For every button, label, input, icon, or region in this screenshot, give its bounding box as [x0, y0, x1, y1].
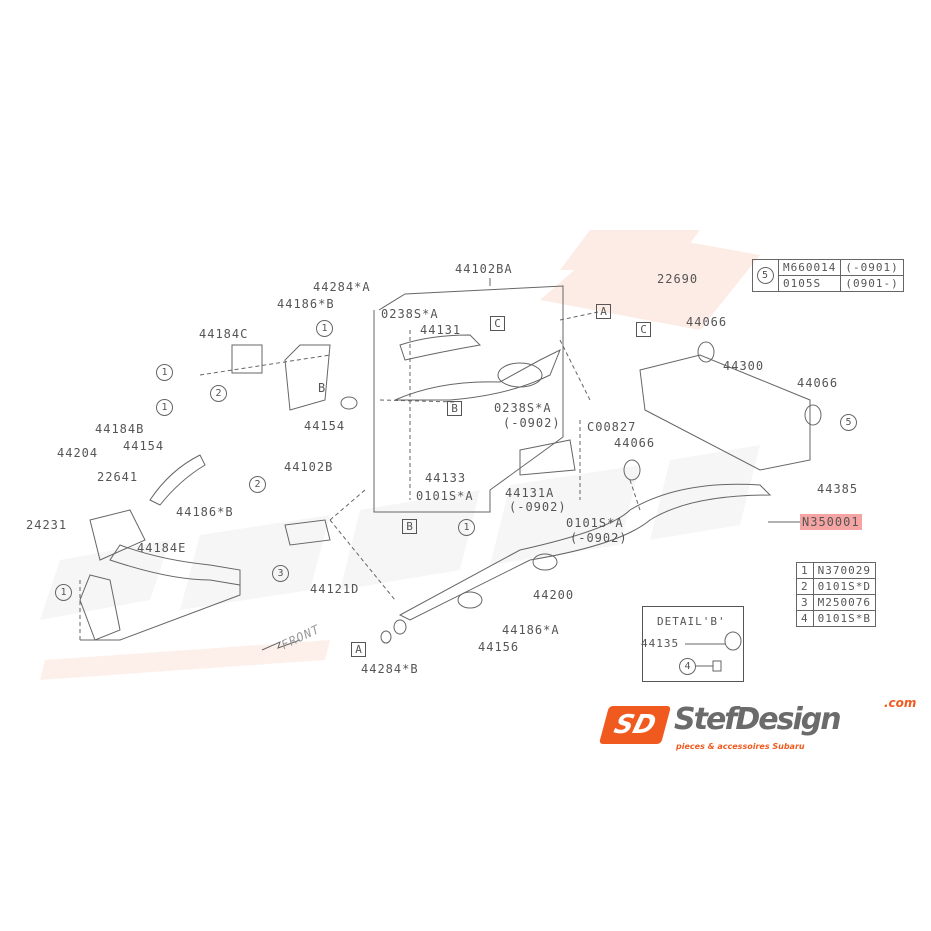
- callout-1: 1: [156, 399, 173, 416]
- part-label: 44186*B: [277, 297, 335, 311]
- ref-box-C: C: [636, 322, 651, 337]
- table-cell: 0105S: [777, 275, 842, 292]
- part-label: 44154: [123, 439, 165, 453]
- part-label: 44131: [420, 323, 462, 337]
- part-label: 22641: [97, 470, 139, 484]
- ref-box-B: B: [402, 519, 417, 534]
- part-label: 44284*A: [313, 280, 371, 294]
- callout-5-table: 5 M660014(-0901) 0105S(0901-): [752, 259, 904, 292]
- callout-2: 2: [249, 476, 266, 493]
- ref-box-B: B: [447, 401, 462, 416]
- logo-wordmark: StefDesign: [674, 702, 842, 737]
- part-label: 0101S*A: [416, 489, 474, 503]
- part-label: 44066: [797, 376, 839, 390]
- part-label: 44284*B: [361, 662, 419, 676]
- watermark-tagline-shape: [40, 640, 330, 680]
- part-label: 44154: [304, 419, 346, 433]
- logo-domain: .com: [884, 696, 917, 710]
- part-label: 44135: [641, 637, 680, 650]
- part-label: 44385: [817, 482, 859, 496]
- callout-1: 1: [316, 320, 333, 337]
- callout-4: 4: [679, 658, 696, 675]
- part-label: 44184B: [95, 422, 145, 436]
- part-label: 44186*B: [176, 505, 234, 519]
- part-label: (-0902): [570, 531, 628, 545]
- part-label: 0238S*A: [494, 401, 552, 415]
- part-label: 44156: [478, 640, 520, 654]
- part-label: 44300: [723, 359, 765, 373]
- part-label: 44102BA: [455, 262, 513, 276]
- part-label: 44184E: [137, 541, 187, 555]
- detail-title: DETAIL'B': [657, 615, 726, 628]
- ref-box-C: C: [490, 316, 505, 331]
- callout-1: 1: [55, 584, 72, 601]
- part-label: (-0902): [503, 416, 561, 430]
- part-label: 44204: [57, 446, 99, 460]
- callout-1: 1: [458, 519, 475, 536]
- part-label: 44186*A: [502, 623, 560, 637]
- part-label: B: [318, 381, 327, 395]
- detail-b-box: DETAIL'B' 44135 4: [641, 606, 744, 682]
- logo-sd-badge: SD: [598, 706, 672, 744]
- highlighted-part-N350001[interactable]: N350001: [800, 514, 862, 530]
- table-cell: M660014: [777, 259, 842, 276]
- callout-3: 3: [272, 565, 289, 582]
- callout-1: 1: [156, 364, 173, 381]
- logo-tagline: pieces & accessoires Subaru: [676, 742, 805, 751]
- part-label: 0238S*A: [381, 307, 439, 321]
- clamp-icon: [685, 631, 742, 672]
- part-label: 44102B: [284, 460, 334, 474]
- part-label: 44133: [425, 471, 467, 485]
- callout-5: 5: [752, 259, 779, 292]
- part-label: 22690: [657, 272, 699, 286]
- part-label: 44200: [533, 588, 575, 602]
- part-label: 0101S*A: [566, 516, 624, 530]
- table-cell: (-0901): [840, 259, 904, 276]
- part-label: (-0902): [509, 500, 567, 514]
- callout-2: 2: [210, 385, 227, 402]
- part-label: 44121D: [310, 582, 360, 596]
- part-label: 24231: [26, 518, 68, 532]
- part-label: C00827: [587, 420, 637, 434]
- watermark-sd-shape: [540, 230, 760, 330]
- ref-box-A: A: [351, 642, 366, 657]
- part-label: 44131A: [505, 486, 555, 500]
- watermark-brand-shape: [40, 445, 760, 620]
- table-cell: (0901-): [840, 275, 904, 292]
- ref-box-A: A: [596, 304, 611, 319]
- stefdesign-logo: SD StefDesign .com pieces & accessoires …: [598, 696, 920, 758]
- part-label: 44066: [614, 436, 656, 450]
- part-label: 44066: [686, 315, 728, 329]
- callout-5: 5: [840, 414, 857, 431]
- part-label: 44184C: [199, 327, 249, 341]
